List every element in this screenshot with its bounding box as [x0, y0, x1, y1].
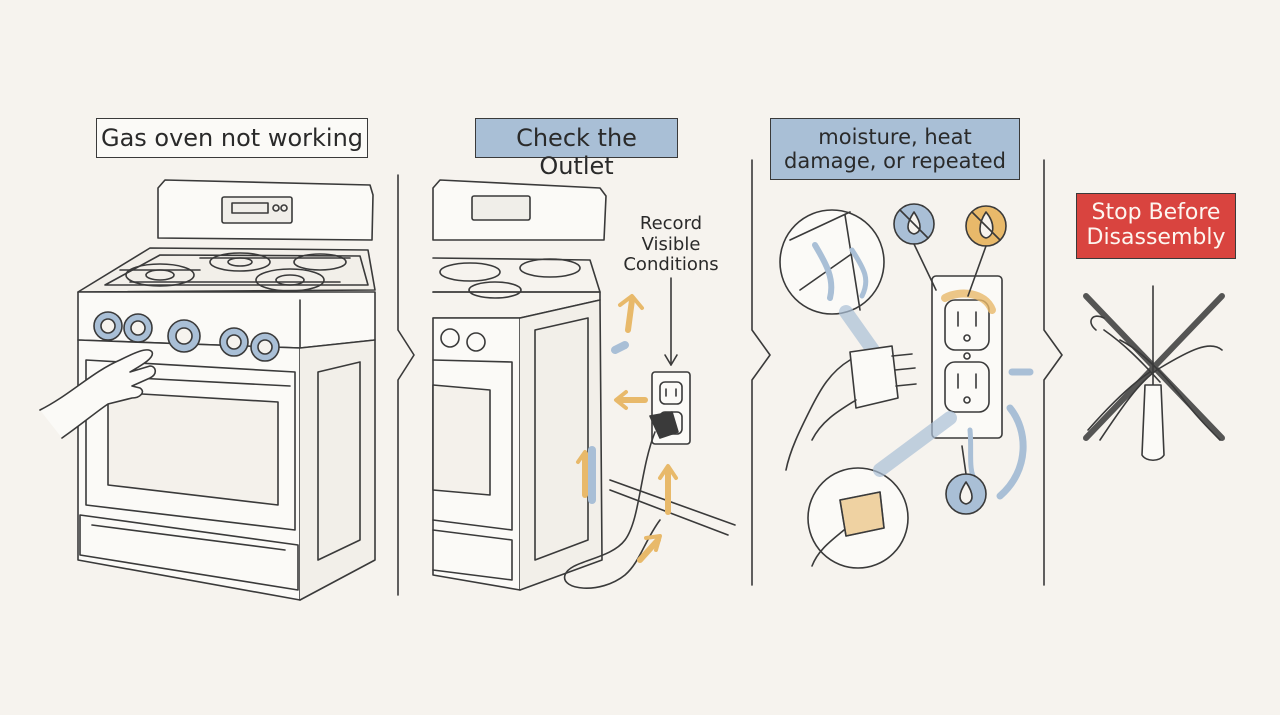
no-fire-icon — [965, 205, 1007, 247]
knob — [167, 319, 201, 353]
hand-icon — [39, 349, 157, 439]
cross-out-icon — [1083, 293, 1225, 441]
plug-icon — [785, 345, 917, 471]
arrow-icon — [588, 341, 629, 504]
panel-title-step-2: Check the Outlet — [475, 118, 678, 179]
panel-divider — [751, 159, 771, 586]
no-water-icon — [893, 203, 935, 245]
record-note: Record Visible Conditions — [623, 213, 719, 276]
knob — [93, 311, 123, 341]
panel-divider — [1043, 159, 1063, 586]
panel-divider — [397, 174, 415, 596]
oven-icon — [77, 179, 376, 601]
arrow-icon — [996, 368, 1034, 500]
plug-icon — [563, 411, 679, 589]
magnifier-icon — [779, 209, 885, 315]
magnifier-icon — [807, 467, 909, 569]
panel-title-step-3: moisture, heat damage, or repeated — [770, 118, 1020, 180]
oven-icon — [432, 179, 607, 591]
outlet-icon — [931, 275, 1003, 439]
water-drop-icon — [945, 473, 987, 515]
knob — [250, 332, 280, 362]
knob — [219, 327, 249, 357]
panel-title-step-4: Stop Before Disassembly — [1076, 193, 1236, 259]
knob — [123, 313, 153, 343]
panel-title-step-1: Gas oven not working — [96, 118, 368, 158]
